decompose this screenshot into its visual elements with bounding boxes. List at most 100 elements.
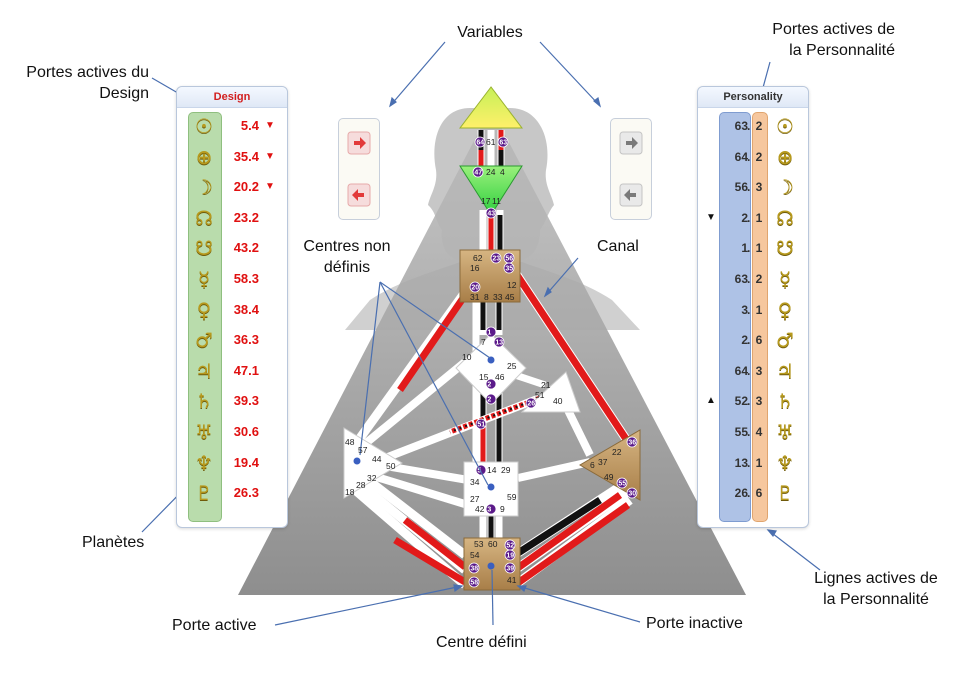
personality-row[interactable]: 64.2⊕	[698, 144, 808, 170]
arrow-left-icon	[347, 183, 371, 207]
svg-text:41: 41	[507, 575, 517, 585]
mercury-icon: ☿	[778, 267, 792, 291]
variables-right-box	[610, 118, 652, 220]
design-gate-value: 30.6	[233, 424, 259, 439]
variable-right-bottom-button[interactable]	[619, 183, 643, 207]
active-gate-number: 39	[506, 566, 514, 573]
svg-text:7: 7	[481, 337, 486, 347]
svg-text:28: 28	[356, 480, 366, 490]
personality-gate-value: 2	[741, 333, 748, 348]
svg-text:48: 48	[345, 437, 355, 447]
label-undefined-centers-text: Centres non définis	[303, 238, 391, 276]
personality-row[interactable]: ▲52.3♄	[698, 388, 808, 414]
personality-gate-value: 1	[741, 241, 748, 256]
design-row[interactable]: ♆19.4	[177, 450, 287, 476]
personality-row[interactable]: 55.4♅	[698, 419, 808, 445]
personality-line-value: 3	[755, 180, 763, 195]
svg-text:32: 32	[367, 473, 377, 483]
design-row[interactable]: ☉5.4▼	[177, 113, 287, 139]
label-inactive-gate: Porte inactive	[646, 615, 743, 632]
venus-icon: ♀	[777, 297, 793, 322]
personality-line-value: 6	[755, 333, 763, 348]
design-row[interactable]: ☽20.2▼	[177, 174, 287, 200]
personality-gate-value: 13	[734, 455, 748, 470]
svg-text:50: 50	[386, 461, 396, 471]
personality-row[interactable]: ▼2.1☊	[698, 205, 808, 231]
mars-icon: ♂	[776, 328, 794, 353]
svg-text:49: 49	[604, 472, 614, 482]
svg-text:24: 24	[486, 167, 496, 177]
personality-row[interactable]: 3.1♀	[698, 297, 808, 323]
active-gate-number: 58	[470, 580, 478, 587]
design-row[interactable]: ♅30.6	[177, 419, 287, 445]
personality-row[interactable]: 64.3♃	[698, 358, 808, 384]
north-node-icon: ☊	[195, 205, 213, 230]
svg-text:21: 21	[541, 380, 551, 390]
svg-text:8: 8	[484, 292, 489, 302]
svg-text:9: 9	[500, 504, 505, 514]
svg-text:10: 10	[462, 352, 472, 362]
personality-row[interactable]: 2.6♂	[698, 327, 808, 353]
personality-gate-value: 3	[741, 302, 748, 317]
venus-icon: ♀	[196, 297, 212, 322]
personality-row[interactable]: 56.3☽	[698, 174, 808, 200]
south-node-icon: ☋	[776, 236, 794, 261]
design-row[interactable]: ♄39.3	[177, 388, 287, 414]
svg-text:16: 16	[470, 263, 480, 273]
variable-right-top-button[interactable]	[619, 131, 643, 155]
personality-gate-value: 64	[734, 149, 748, 164]
svg-text:57: 57	[358, 445, 368, 455]
label-personality-gates-text: Portes actives de la Personnalité	[772, 21, 895, 59]
svg-text:53: 53	[474, 539, 484, 549]
gate-line-separator: .	[747, 425, 751, 439]
svg-text:15: 15	[479, 372, 489, 382]
design-row[interactable]: ♂36.3	[177, 327, 287, 353]
design-row[interactable]: ♃47.1	[177, 358, 287, 384]
design-gate-value: 43.2	[233, 240, 259, 256]
personality-gate-value: 52	[734, 394, 748, 409]
design-row[interactable]: ☊23.2	[177, 205, 287, 231]
active-gate-number: 56	[505, 256, 513, 263]
design-planets-strip	[188, 112, 222, 522]
north-node-icon: ☊	[776, 205, 794, 230]
design-gate-arrow: ▼	[265, 150, 275, 162]
variable-left-top-button[interactable]	[347, 131, 371, 155]
label-personality-gates: Portes actives de la Personnalité	[730, 19, 895, 61]
design-row[interactable]: ♀ 38.4	[177, 297, 287, 323]
active-gate-number: 52	[506, 543, 514, 550]
variable-left-bottom-button[interactable]	[347, 183, 371, 207]
design-row[interactable]: ☋43.2	[177, 235, 287, 261]
active-gate-number: 3	[487, 507, 491, 514]
personality-gate-value: 26	[734, 486, 748, 501]
personality-panel-title: Personality	[698, 87, 808, 108]
personality-gate-value: 63	[734, 272, 748, 286]
design-gate-value: 47.1	[233, 362, 259, 378]
svg-text:44: 44	[372, 454, 382, 464]
personality-row[interactable]: 13.1♆	[698, 450, 808, 476]
variables-left-box	[338, 118, 380, 220]
head-center	[458, 86, 524, 129]
svg-text:54: 54	[470, 550, 480, 560]
design-gate-value: 58.3	[233, 271, 259, 286]
active-gate-number: 26	[527, 401, 535, 408]
svg-text:61: 61	[486, 137, 496, 147]
spleen-center-dot	[353, 457, 361, 465]
personality-row[interactable]: 1.1☋	[698, 235, 808, 261]
gate-line-separator: .	[747, 241, 751, 256]
label-active-gate: Porte active	[172, 617, 257, 634]
personality-row[interactable]: 63.2☉	[698, 113, 808, 139]
svg-text:14: 14	[487, 465, 497, 475]
jupiter-icon: ♃	[776, 358, 794, 383]
design-row[interactable]: ☿58.3	[177, 266, 287, 292]
design-row[interactable]: ♇26.3	[177, 480, 287, 506]
personality-row[interactable]: 26.6♇	[698, 480, 808, 506]
design-row[interactable]: ⊕35.4▼	[177, 144, 287, 170]
svg-text:33: 33	[493, 292, 503, 302]
design-gate-value: 38.4	[233, 301, 259, 317]
personality-line-value: 2	[755, 272, 763, 286]
svg-text:59: 59	[507, 492, 517, 502]
personality-row[interactable]: 63.2☿	[698, 266, 808, 292]
active-gate-number: 5	[477, 468, 481, 475]
personality-rows: 63.2☉64.2⊕56.3☽▼2.1☊1.1☋63.2☿3.1♀2.6♂64.…	[698, 113, 808, 513]
